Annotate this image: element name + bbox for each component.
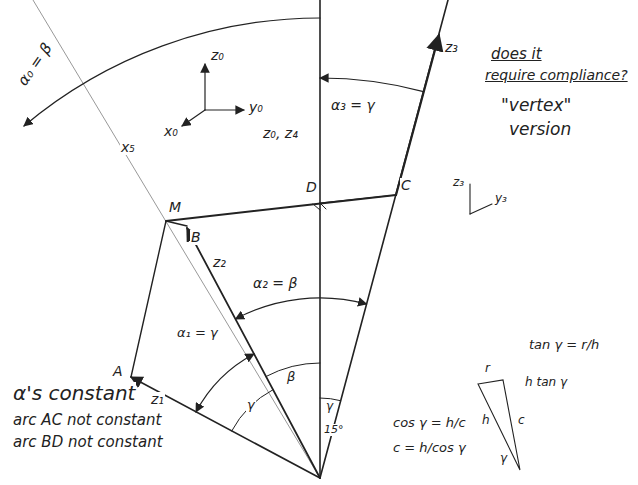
angle-label: α₂ = β — [252, 276, 298, 291]
angle-label: α₀ = β — [14, 39, 56, 89]
angle-label: α₃ = γ — [330, 98, 376, 113]
equation: c = h/cos γ — [392, 441, 467, 455]
angle-label: γ — [325, 400, 334, 413]
axis-label: z₀ — [210, 48, 225, 63]
note-text: α's constant — [12, 382, 136, 404]
side-label: h tan γ — [524, 376, 568, 389]
axis-label: z₃ — [452, 176, 465, 189]
note-text: does it — [490, 46, 543, 63]
note-text: arc AC not constant — [12, 412, 162, 429]
axis-label: z₁ — [150, 392, 165, 407]
side-label: r — [484, 362, 491, 375]
note-text: arc BD not constant — [12, 434, 164, 451]
side-label: c — [517, 414, 526, 427]
angle-label: γ — [499, 452, 508, 465]
note-text: require compliance? — [484, 68, 629, 83]
point-label: C — [400, 178, 412, 193]
equation: cos γ = h/c — [392, 416, 467, 430]
angle-label: γ — [246, 398, 256, 412]
equation: tan γ = r/h — [528, 338, 600, 352]
angle-value: 15° — [323, 424, 345, 436]
angle-label: α₁ = γ — [176, 326, 219, 340]
point-label: M — [168, 200, 182, 215]
angle-label: β — [286, 370, 296, 384]
note-text: "vertex" — [500, 96, 572, 115]
axis-label: y₃ — [494, 192, 508, 205]
side-label: h — [481, 414, 491, 427]
note-text: version — [508, 120, 572, 139]
point-label: A — [112, 364, 124, 379]
axis-label: z₀, z₄ — [262, 126, 299, 141]
axis-label: z₂ — [212, 255, 227, 270]
point-label: D — [305, 180, 318, 195]
axis-label: y₀ — [248, 100, 264, 115]
point-label: B — [190, 230, 202, 245]
axis-label: x₀ — [163, 124, 179, 139]
axis-label: x₅ — [120, 140, 136, 155]
axis-label: z₃ — [444, 40, 459, 55]
